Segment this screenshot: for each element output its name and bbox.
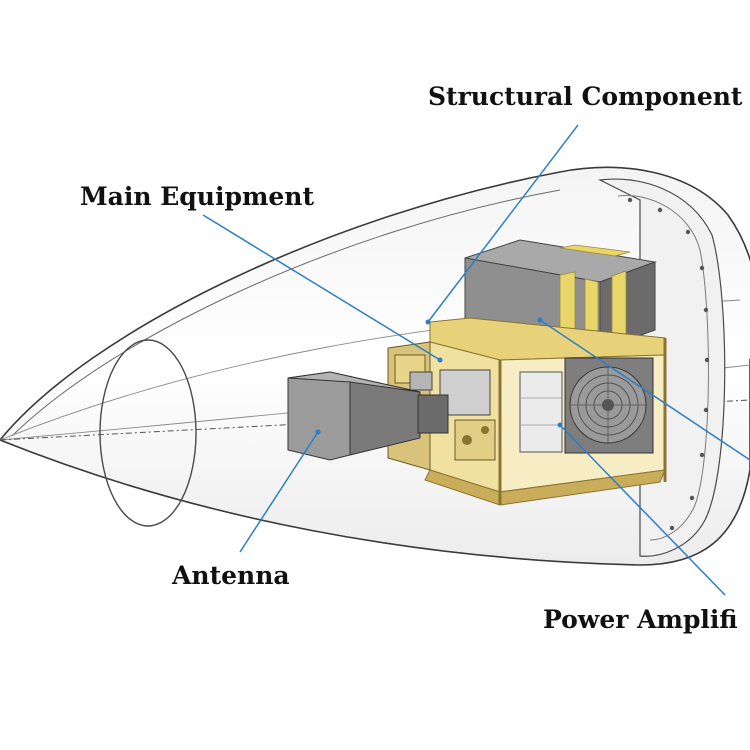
fan-panel xyxy=(564,357,654,454)
leader-main-equipment xyxy=(202,214,441,361)
leader-endpoints xyxy=(315,317,563,435)
leader-lines xyxy=(202,124,750,596)
label-power-amplifier: Power Amplifi xyxy=(543,605,738,634)
power-amplifier-module xyxy=(519,371,563,453)
label-main-equipment: Main Equipment xyxy=(80,182,315,211)
radome-inner-line xyxy=(11,189,561,437)
leader-antenna xyxy=(239,431,319,553)
flange-bolts xyxy=(627,197,710,531)
antenna-horn xyxy=(287,371,449,461)
label-antenna: Antenna xyxy=(172,561,290,590)
label-structural-components: Structural Component xyxy=(428,82,743,111)
leader-power-amplifier xyxy=(559,424,726,596)
leader-structural xyxy=(427,124,579,323)
radome-section-ring xyxy=(99,339,197,527)
leader-top-box xyxy=(539,319,750,461)
rear-flange-inner xyxy=(617,195,709,541)
